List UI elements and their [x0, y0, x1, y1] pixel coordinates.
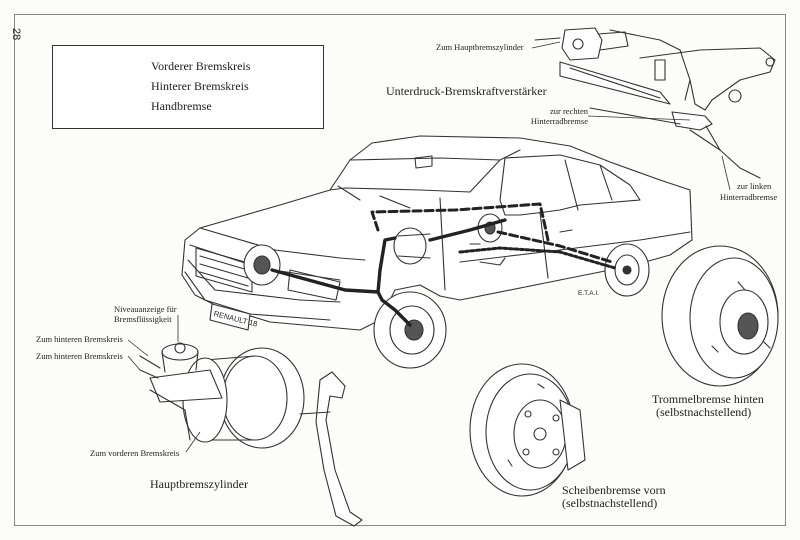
legend-label: Hinterer Bremskreis	[151, 78, 249, 93]
label-niveauanzeige-1: Niveauanzeige für	[114, 304, 177, 314]
master-cylinder-detail	[139, 342, 363, 527]
label-scheibenbremse-2: (selbstnachstellend)	[562, 496, 658, 510]
label-zum-hauptbremszylinder: Zum Hauptbremszylinder	[436, 42, 524, 52]
car-brake-lines	[270, 202, 617, 327]
label-zur-rechten: zur rechten	[550, 106, 588, 116]
label-zum-hinteren-bremskreis-2: Zum hinteren Bremskreis	[36, 351, 123, 361]
label-zum-hinteren-bremskreis-1: Zum hinteren Bremskreis	[36, 334, 123, 344]
legend: Vorderer Bremskreis Hinterer Bremskreis …	[52, 45, 324, 129]
label-hinterradbremse-links: Hinterradbremse	[720, 192, 778, 202]
legend-label: Vorderer Bremskreis	[151, 58, 251, 73]
label-hauptbremszylinder: Hauptbremszylinder	[150, 477, 248, 491]
label-scheibenbremse-1: Scheibenbremse vorn	[562, 483, 666, 497]
legend-item-handbrake: Handbremse	[67, 99, 212, 113]
legend-item-front: Vorderer Bremskreis	[67, 59, 250, 73]
car-body	[181, 135, 693, 369]
illustrator-signature: E.T.A.I.	[578, 290, 599, 297]
label-trommelbremse-1: Trommelbremse hinten	[652, 392, 764, 406]
legend-label: Handbremse	[151, 98, 212, 113]
drum-brake-detail	[661, 245, 779, 387]
label-trommelbremse-2: (selbstnachstellend)	[656, 405, 752, 419]
label-hinterradbremse-rechts: Hinterradbremse	[530, 116, 588, 126]
legend-item-rear: Hinterer Bremskreis	[67, 79, 249, 93]
leader-lines	[127, 41, 731, 453]
label-zur-linken: zur linken	[737, 181, 772, 191]
booster-detail	[534, 27, 776, 179]
disc-brake-detail	[469, 363, 586, 497]
label-unterdruck-bremskraftverstaerker: Unterdruck-Bremskraftverstärker	[386, 84, 547, 98]
page-border	[14, 14, 786, 526]
label-zum-vorderen-bremskreis: Zum vorderen Bremskreis	[90, 448, 180, 458]
label-niveauanzeige-2: Bremsflüssigkeit	[114, 314, 172, 324]
